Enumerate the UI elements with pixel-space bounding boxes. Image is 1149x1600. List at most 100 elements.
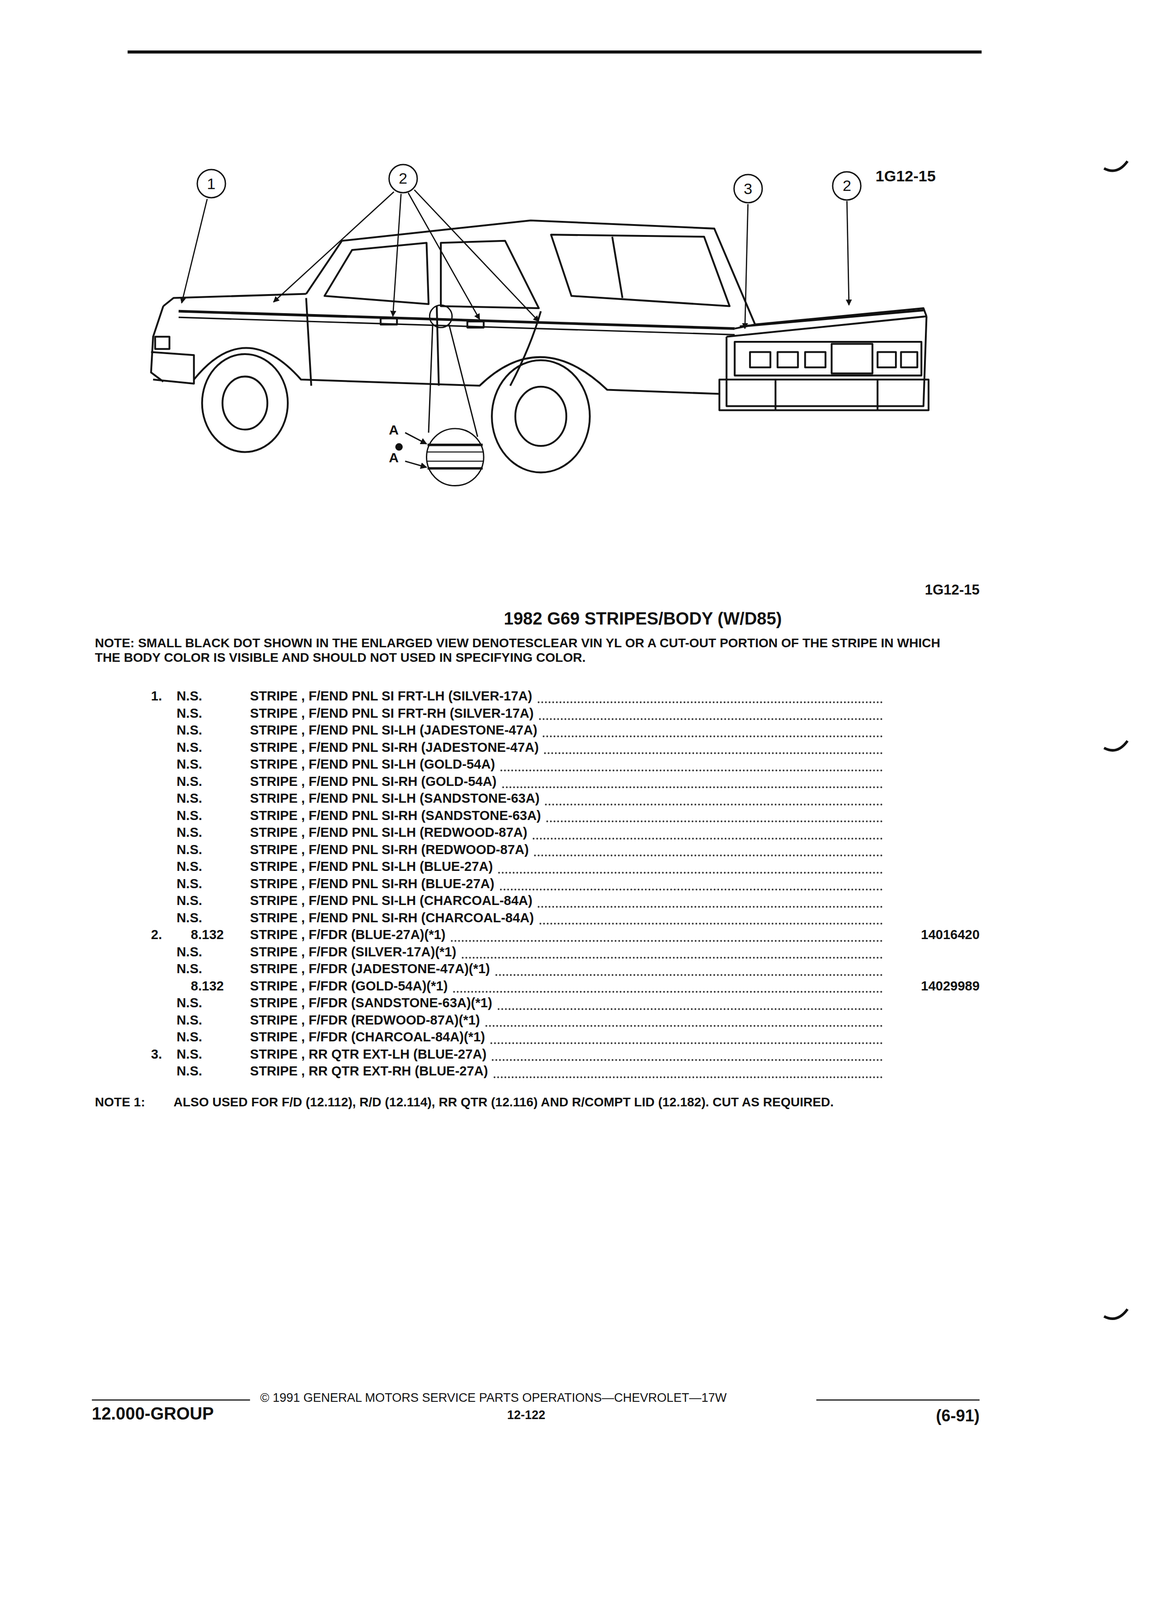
dot-leader [495,974,883,976]
rear-face [726,316,927,407]
part-number-text: 14029989 [920,978,980,994]
part-code-text: N.S. [176,1063,202,1079]
callout-number: 2 [831,170,863,202]
rear-tire [491,359,590,473]
note-text-text: ALSO USED FOR F/D (12.112), R/D (12.114)… [173,1094,835,1110]
dot-leader [485,1024,883,1027]
copyright-line-text: © 1991 GENERAL MOTORS SERVICE PARTS OPER… [260,1390,727,1405]
footer-rule [816,1399,980,1401]
detail-circle [429,304,452,328]
enlarged-stripe [426,460,484,462]
figure-id-text: 1G12-15 [875,167,936,185]
part-description-text: STRIPE , F/FDR (SANDSTONE-63A)(*1) [249,995,493,1010]
item-number-text: 2. [150,927,162,942]
part-description: STRIPE , F/END PNL SI-RH (JADESTONE-47A) [249,739,539,755]
part-description-text: STRIPE , RR QTR EXT-LH (BLUE-27A) [249,1046,487,1062]
part-code-text: 8.132 [190,927,225,942]
callout-circle: 2 [831,170,863,202]
part-code-text: N.S. [176,859,202,874]
part-code-text: N.S. [176,722,202,738]
taillamp [777,351,799,368]
part-code: 8.132 [190,927,225,943]
part-code: 8.132 [190,978,225,994]
part-description-text: STRIPE , F/END PNL SI-RH (JADESTONE-47A) [249,739,539,755]
leader-line [181,199,208,304]
part-description: STRIPE , F/END PNL SI-LH (REDWOOD-87A) [249,824,528,840]
part-description-text: STRIPE , F/END PNL SI-RH (BLUE-27A) [249,876,495,891]
part-description: STRIPE , F/END PNL SI-LH (CHARCOAL-84A) [249,893,533,909]
part-description-text: STRIPE , F/FDR (JADESTONE-47A)(*1) [249,961,490,976]
dot-leader [450,939,883,942]
rear-door-window [440,240,540,309]
front-hub [222,376,268,430]
part-description-text: STRIPE , F/FDR (SILVER-17A)(*1) [249,944,457,960]
part-code-text: N.S. [176,842,202,857]
part-description-text: STRIPE , F/FDR (BLUE-27A)(*1) [249,927,446,942]
part-description: STRIPE , F/END PNL SI-LH (BLUE-27A) [249,859,493,875]
part-description-text: STRIPE , F/FDR (CHARCOAL-84A)(*1) [249,1029,485,1045]
enlarged-stripe [427,467,483,470]
part-description: STRIPE , F/FDR (REDWOOD-87A)(*1) [249,1012,480,1028]
taillamp [749,351,771,368]
part-description-text: STRIPE , F/END PNL SI-RH (GOLD-54A) [249,774,497,789]
rear-bumper [719,379,929,410]
part-code-text: N.S. [176,705,202,721]
part-code: N.S. [176,1046,202,1062]
item-number-text: 3. [150,1046,162,1062]
part-description-text: STRIPE , F/END PNL SI-RH (SANDSTONE-63A) [249,808,541,823]
pointer-arrow [404,432,427,445]
dot-leader [461,956,883,959]
top-rule [127,50,982,54]
enlarged-view [395,304,484,486]
part-description: STRIPE , F/FDR (SILVER-17A)(*1) [249,944,457,960]
note-text-text: NOTE: SMALL BLACK DOT SHOWN IN THE ENLAR… [94,635,941,665]
dot-leader [497,1008,883,1010]
part-number-text: 14016420 [920,927,980,942]
part-description-text: STRIPE , F/END PNL SI-LH (SANDSTONE-63A) [249,790,540,806]
page-title-text: 1982 G69 STRIPES/BODY (W/D85) [504,609,783,629]
callout-number: 2 [387,163,419,195]
note-text: NOTE: SMALL BLACK DOT SHOWN IN THE ENLAR… [94,635,963,665]
pointer-arrow [404,461,427,468]
group-number-text: 12.000-GROUP [91,1403,214,1424]
binder-marks [1104,161,1128,1319]
callout-number: 3 [732,173,764,205]
dot-leader [537,701,883,704]
part-code: N.S. [176,739,202,755]
part-code: N.S. [176,808,202,824]
part-code-text: N.S. [176,961,202,976]
part-description: STRIPE , RR QTR EXT-LH (BLUE-27A) [249,1046,487,1062]
part-code: N.S. [176,995,202,1011]
page-number: 12-122 [507,1408,546,1423]
revision-date-text: (6-91) [935,1406,980,1425]
part-code: N.S. [176,961,202,977]
dot-leader [500,769,883,772]
part-code: N.S. [176,910,202,926]
hood [163,294,306,307]
part-description-text: STRIPE , F/END PNL SI-LH (JADESTONE-47A) [249,722,538,738]
headlamp [154,336,170,350]
view-letter-text: A [388,422,399,438]
black-dot [395,444,402,450]
dot-leader [502,786,884,789]
leader-line [744,204,749,329]
dot-leader [498,871,883,874]
part-code-text: N.S. [176,876,202,891]
part-code: N.S. [176,774,202,790]
note-text: ALSO USED FOR F/D (12.112), R/D (12.114)… [173,1094,968,1110]
part-description: STRIPE , F/END PNL SI FRT-RH (SILVER-17A… [249,705,534,721]
taillamp-band [734,341,922,376]
part-description: STRIPE , F/FDR (GOLD-54A)(*1) [249,978,448,994]
part-description: STRIPE , F/END PNL SI-LH (JADESTONE-47A) [249,722,538,738]
dot-leader [537,905,883,908]
stripe-line [739,309,924,327]
leader-lines [181,189,850,329]
part-description: STRIPE , F/END PNL SI-RH (REDWOOD-87A) [249,842,529,858]
figure-id: 1G12-15 [924,581,980,599]
part-code-text: N.S. [176,774,202,789]
enlarged-stripe [427,443,483,446]
part-code: N.S. [176,688,202,704]
part-code: N.S. [176,876,202,892]
dot-leader [539,922,883,925]
part-code: N.S. [176,859,202,875]
